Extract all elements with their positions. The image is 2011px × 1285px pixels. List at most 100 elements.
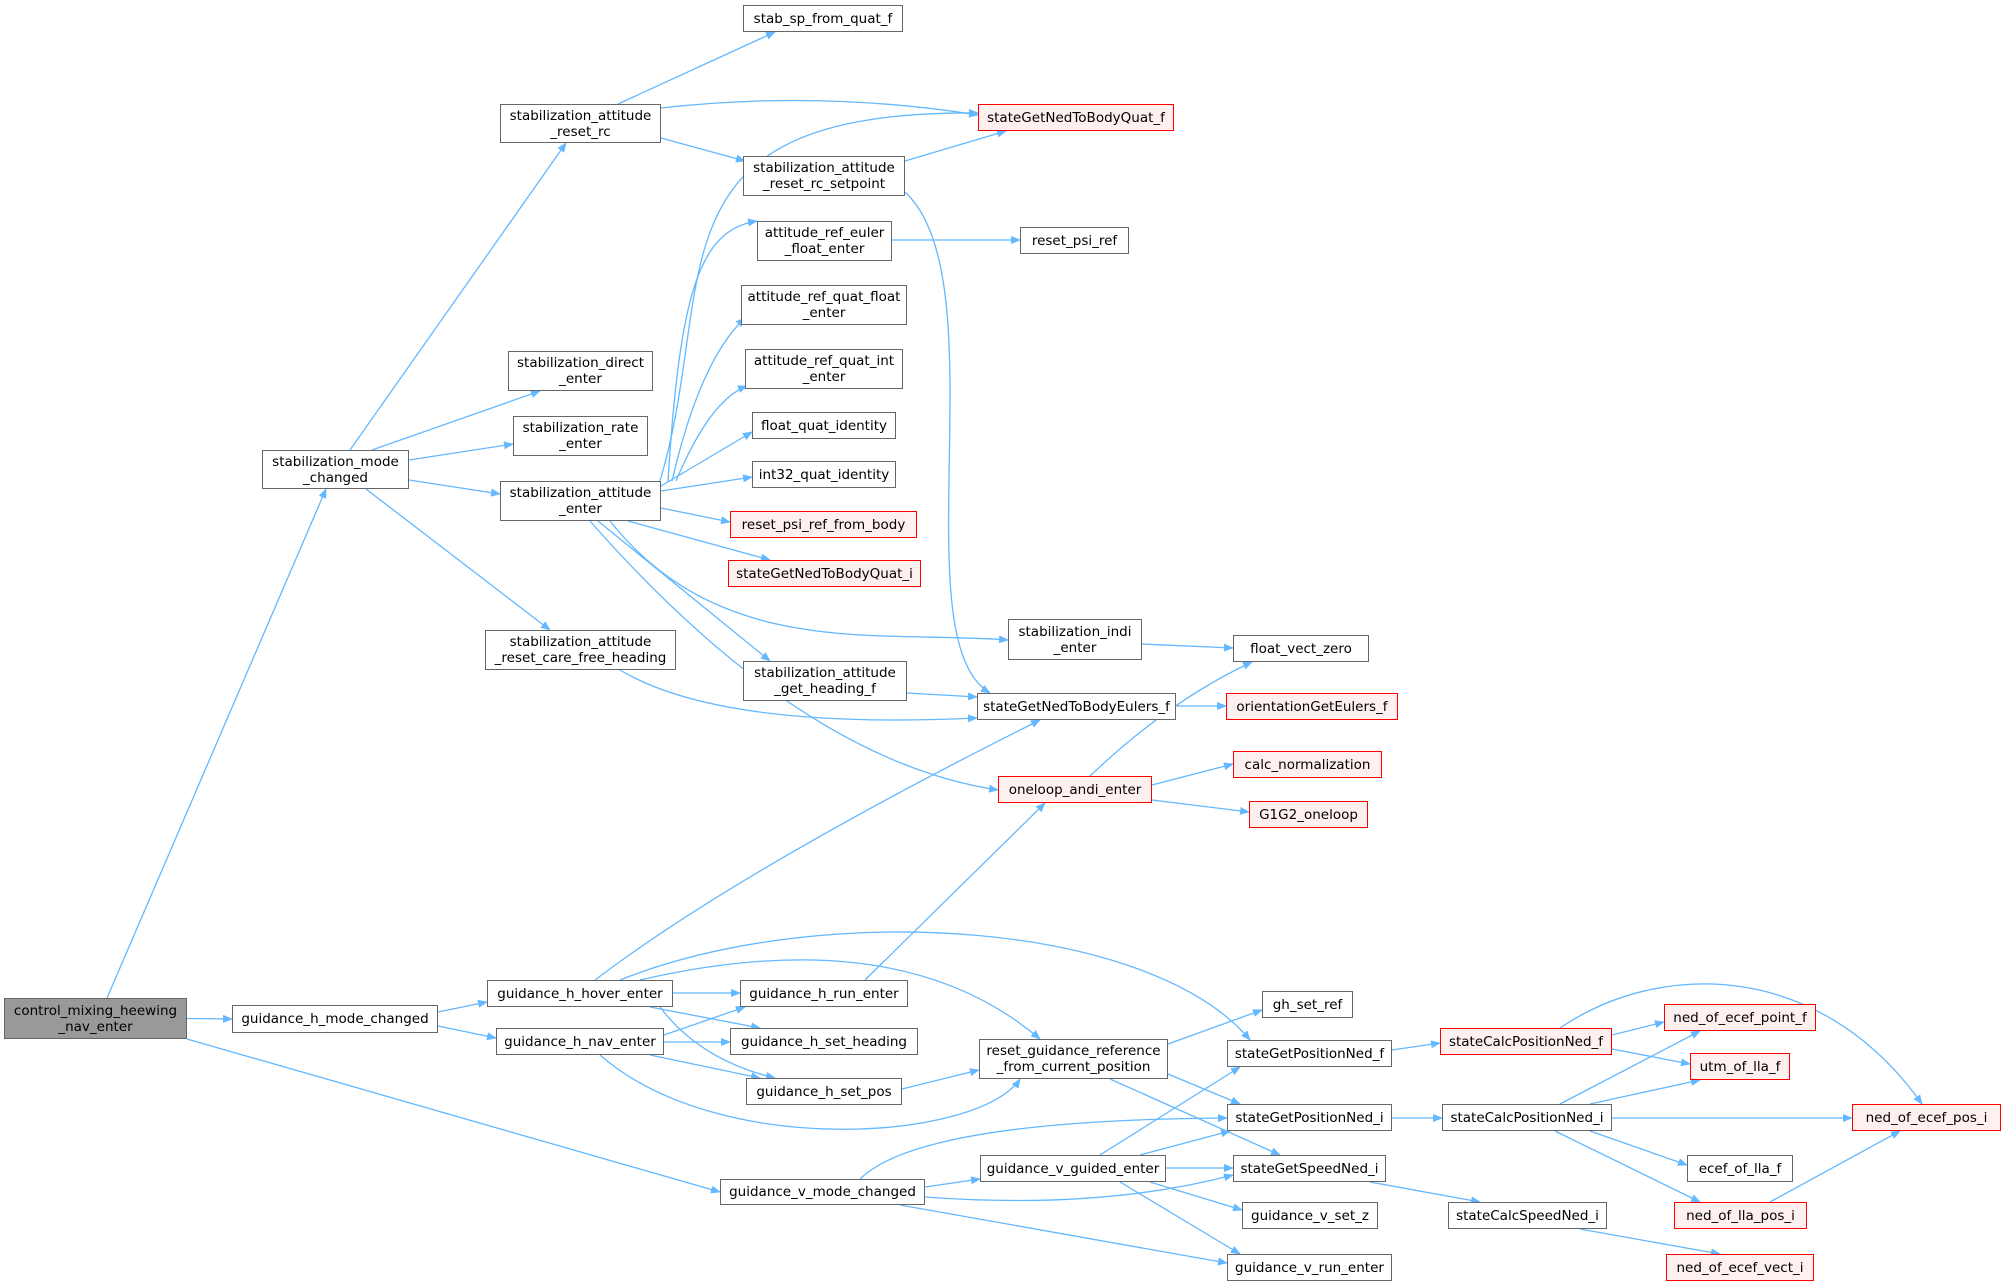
edge-guid_v_mode_changed-to-guid_v_run_enter xyxy=(899,1204,1228,1266)
edge-stateCalcPositionNed_i-to-utm_of_lla_f xyxy=(1589,1078,1701,1105)
node-state-calc-speed-ned-i[interactable]: stateCalcSpeedNed_i xyxy=(1448,1202,1607,1229)
node-ned-of-lla-pos-i[interactable]: ned_of_lla_pos_i xyxy=(1674,1202,1807,1229)
node-state-calc-position-ned-i[interactable]: stateCalcPositionNed_i xyxy=(1442,1104,1612,1131)
node-ecef-of-lla-f[interactable]: ecef_of_lla_f xyxy=(1687,1155,1793,1182)
node-float-quat-identity[interactable]: float_quat_identity xyxy=(752,412,896,439)
node-orientation-get-eulers-f[interactable]: orientationGetEulers_f xyxy=(1226,693,1398,720)
node-gh-set-ref[interactable]: gh_set_ref xyxy=(1262,991,1353,1018)
edge-control_mixing-to-guid_v_mode_changed xyxy=(186,1038,721,1194)
node-stabilization-attitude-reset-care-free-heading[interactable]: stabilization_attitude _reset_care_free_… xyxy=(485,630,676,670)
node-reset-psi-ref[interactable]: reset_psi_ref xyxy=(1020,227,1129,254)
node-oneloop-andi-enter[interactable]: oneloop_andi_enter xyxy=(998,776,1152,803)
node-stabilization-attitude-get-heading-f[interactable]: stabilization_attitude _get_heading_f xyxy=(743,661,907,701)
edge-oneloop_andi_enter-to-G1G2_oneloop xyxy=(1151,799,1250,815)
edge-stab_att_enter-to-stateGetNedToBodyQuat_i xyxy=(627,520,771,562)
node-attitude-ref-euler-float-enter[interactable]: attitude_ref_euler _float_enter xyxy=(757,221,892,261)
node-int32-quat-identity[interactable]: int32_quat_identity xyxy=(752,461,896,488)
edge-stab_att_enter-to-oneloop_andi_enter xyxy=(589,520,999,793)
edge-stab_att_enter-to-reset_psi_ref_from_body xyxy=(660,507,731,525)
edge-stab_mode_changed-to-stab_direct_enter xyxy=(371,390,541,451)
edge-guid_h_hover_enter-to-oneloop_andi_enter xyxy=(864,802,1046,981)
node-state-calc-position-ned-f[interactable]: stateCalcPositionNed_f xyxy=(1440,1028,1612,1055)
edge-stab_mode_changed-to-stab_rate_enter xyxy=(408,441,514,461)
edge-guid_h_nav_enter-to-guid_h_run_enter xyxy=(663,1006,746,1036)
edge-guid_v_guided_enter-to-stateGetPositionNed_i xyxy=(1139,1129,1231,1156)
edge-guid_h_set_pos-to-reset_guid_ref xyxy=(901,1068,980,1090)
edge-stab_att_enter-to-stateGetNedToBodyQuat_f xyxy=(659,108,979,482)
edge-stateCalcPositionNed_i-to-ecef_of_lla_f xyxy=(1589,1130,1688,1166)
edge-guid_v_guided_enter-to-guid_v_run_enter xyxy=(1119,1181,1241,1255)
node-state-get-ned-to-body-quat-i[interactable]: stateGetNedToBodyQuat_i xyxy=(728,560,921,587)
edge-stab_att_reset_rc_sp-to-stateGetNedToBodyQuat_f xyxy=(904,129,1007,162)
edge-stab_att_reset_rc_sp-to-stateGetNedToBodyEulers_f xyxy=(904,191,991,694)
node-stabilization-rate-enter[interactable]: stabilization_rate _enter xyxy=(513,416,648,456)
edge-stab_att_enter-to-stab_att_get_heading_f xyxy=(597,520,771,662)
edge-stab_mode_changed-to-stab_att_enter xyxy=(408,479,501,497)
edge-guid_h_hover_enter-to-stateGetNedToBodyEulers_f xyxy=(594,719,1041,981)
edge-control_mixing-to-stab_mode_changed xyxy=(106,488,327,999)
node-calc-normalization[interactable]: calc_normalization xyxy=(1233,751,1382,778)
node-guidance-h-mode-changed[interactable]: guidance_h_mode_changed xyxy=(232,1005,438,1033)
edge-oneloop_andi_enter-to-calc_normalization xyxy=(1151,762,1234,786)
edge-stab_att_reset_rc-to-stab_att_reset_rc_sp xyxy=(660,137,746,163)
edge-guid_v_mode_changed-to-stateGetPositionNed_i xyxy=(859,1114,1228,1180)
node-guidance-v-run-enter[interactable]: guidance_v_run_enter xyxy=(1227,1254,1392,1281)
edge-ned_of_lla_pos_i-to-ned_of_ecef_pos_i xyxy=(1769,1130,1901,1203)
edge-guid_h_hover_enter-to-guid_h_set_heading xyxy=(649,1006,761,1031)
node-stabilization-indi-enter[interactable]: stabilization_indi _enter xyxy=(1008,619,1142,660)
edge-stateGetPositionNed_f-to-stateCalcPositionNed_f xyxy=(1391,1040,1441,1051)
node-attitude-ref-quat-float-enter[interactable]: attitude_ref_quat_float _enter xyxy=(741,285,907,325)
node-guidance-v-mode-changed[interactable]: guidance_v_mode_changed xyxy=(720,1179,925,1205)
node-state-get-speed-ned-i[interactable]: stateGetSpeedNed_i xyxy=(1233,1155,1386,1182)
edge-guid_h_hover_enter-to-reset_guid_ref xyxy=(639,959,1041,1040)
node-reset-guidance-reference-from-current-position[interactable]: reset_guidance_reference _from_current_p… xyxy=(979,1039,1168,1079)
edge-stab_att_reset_rc-to-stateGetNedToBodyQuat_f xyxy=(660,99,979,118)
node-guidance-h-set-heading[interactable]: guidance_h_set_heading xyxy=(730,1028,918,1055)
node-state-get-ned-to-body-quat-f[interactable]: stateGetNedToBodyQuat_f xyxy=(978,104,1174,131)
node-float-vect-zero[interactable]: float_vect_zero xyxy=(1233,635,1369,662)
edge-guid_h_hover_enter-to-stateGetPositionNed_f xyxy=(619,931,1251,1041)
edge-guid_h_nav_enter-to-guid_h_set_pos xyxy=(649,1054,761,1081)
node-stabilization-attitude-enter[interactable]: stabilization_attitude _enter xyxy=(500,481,661,521)
edge-guid_v_mode_changed-to-stateGetSpeedNed_i xyxy=(924,1173,1234,1202)
node-stab-sp-from-quat-f[interactable]: stab_sp_from_quat_f xyxy=(743,5,903,32)
node-guidance-h-nav-enter[interactable]: guidance_h_nav_enter xyxy=(496,1028,664,1055)
edge-stateCalcPositionNed_f-to-ned_of_ecef_point_f xyxy=(1611,1020,1665,1036)
edge-stateGetSpeedNed_i-to-stateCalcSpeedNed_i xyxy=(1369,1181,1481,1205)
node-guidance-h-set-pos[interactable]: guidance_h_set_pos xyxy=(746,1078,902,1105)
node-guidance-v-guided-enter[interactable]: guidance_v_guided_enter xyxy=(980,1155,1166,1182)
node-reset-psi-ref-from-body[interactable]: reset_psi_ref_from_body xyxy=(730,511,917,538)
node-stabilization-attitude-reset-rc-setpoint[interactable]: stabilization_attitude _reset_rc_setpoin… xyxy=(743,156,905,196)
node-g1g2-oneloop[interactable]: G1G2_oneloop xyxy=(1249,801,1368,828)
node-guidance-h-hover-enter[interactable]: guidance_h_hover_enter xyxy=(487,980,673,1007)
node-ned-of-ecef-point-f[interactable]: ned_of_ecef_point_f xyxy=(1664,1004,1816,1031)
node-ned-of-ecef-pos-i[interactable]: ned_of_ecef_pos_i xyxy=(1852,1104,2001,1131)
node-stabilization-mode-changed[interactable]: stabilization_mode _changed xyxy=(262,450,409,489)
edge-guid_v_mode_changed-to-guid_v_guided_enter xyxy=(924,1176,981,1188)
node-state-get-position-ned-f[interactable]: stateGetPositionNed_f xyxy=(1227,1040,1392,1067)
node-ned-of-ecef-vect-i[interactable]: ned_of_ecef_vect_i xyxy=(1666,1254,1814,1281)
node-stabilization-direct-enter[interactable]: stabilization_direct _enter xyxy=(508,351,653,391)
node-attitude-ref-quat-int-enter[interactable]: attitude_ref_quat_int _enter xyxy=(745,349,903,389)
edge-stab_att_enter-to-int32_quat_identity xyxy=(660,474,753,492)
node-state-get-position-ned-i[interactable]: stateGetPositionNed_i xyxy=(1227,1104,1392,1131)
edge-stab_mode_changed-to-stab_att_reset_rc xyxy=(349,142,567,451)
edge-guid_h_mode_changed-to-guid_h_nav_enter xyxy=(437,1025,497,1041)
node-guidance-v-set-z[interactable]: guidance_v_set_z xyxy=(1242,1202,1378,1229)
edge-stab_att_enter-to-att_ref_quat_float_enter xyxy=(671,317,746,482)
node-state-get-ned-to-body-eulers-f[interactable]: stateGetNedToBodyEulers_f xyxy=(977,693,1176,720)
edge-reset_guid_ref-to-gh_set_ref xyxy=(1167,1009,1263,1045)
edge-stab_indi_enter-to-float_vect_zero xyxy=(1141,643,1234,652)
edge-stab_att_enter-to-att_ref_euler_float_enter xyxy=(667,218,758,482)
node-stabilization-attitude-reset-rc[interactable]: stabilization_attitude _reset_rc xyxy=(500,104,661,143)
edge-stab_att_reset_rc-to-stab_sp_from_quat_f xyxy=(617,31,776,105)
edge-guid_v_guided_enter-to-guid_v_set_z xyxy=(1149,1181,1243,1212)
node-control-mixing-heewing-nav-enter: control_mixing_heewing _nav_enter xyxy=(4,998,187,1039)
edge-guid_h_mode_changed-to-guid_h_hover_enter xyxy=(437,999,488,1013)
node-guidance-h-run-enter[interactable]: guidance_h_run_enter xyxy=(740,980,908,1007)
node-utm-of-lla-f[interactable]: utm_of_lla_f xyxy=(1690,1053,1790,1080)
edge-stab_mode_changed-to-stab_att_reset_cfh xyxy=(365,488,551,631)
edge-stateCalcPositionNed_i-to-ned_of_ecef_point_f xyxy=(1559,1030,1701,1105)
